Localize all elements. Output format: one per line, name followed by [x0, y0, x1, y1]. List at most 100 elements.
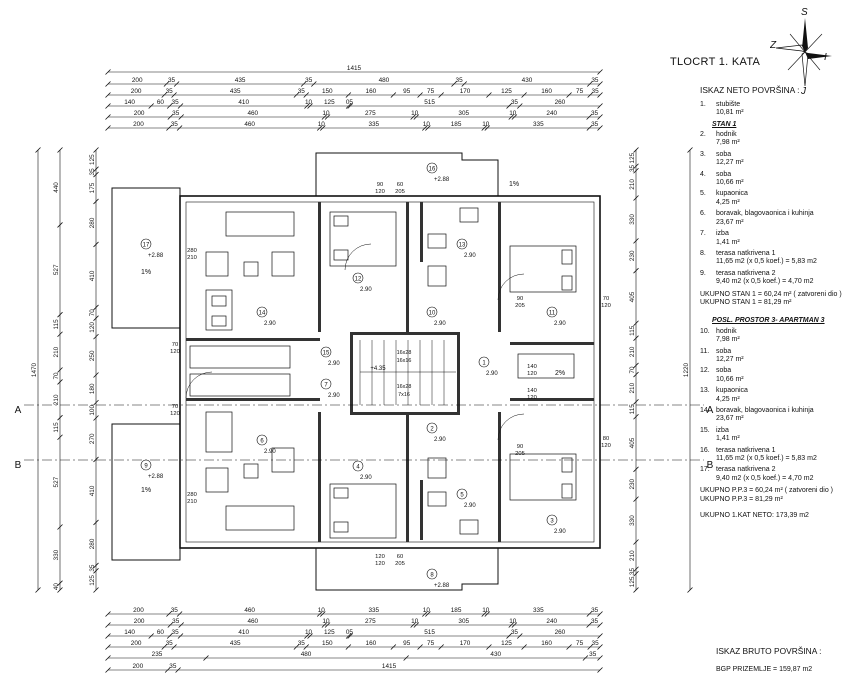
dimension-label: 185 — [451, 121, 462, 128]
room-area: 7,98 m² — [716, 139, 740, 147]
sofa — [225, 505, 295, 531]
room-number: 6 — [260, 438, 264, 444]
dimension-label: 35 — [166, 640, 174, 647]
pillow — [333, 215, 349, 227]
stan1-total: UKUPNO STAN 1 = 81,29 m² — [700, 298, 792, 306]
opening-label: 120 — [170, 411, 180, 417]
stair-label: 16x28 — [397, 350, 412, 356]
area-row-number: 10. — [700, 327, 710, 335]
level-label: 2.90 — [328, 361, 340, 367]
opening-label: 120 — [601, 443, 611, 449]
room-name: kupaonica — [716, 190, 748, 198]
dimension-label: 125 — [501, 88, 512, 95]
dimension-label: 305 — [458, 618, 469, 625]
dimension-label: 35 — [89, 564, 96, 572]
level-label: 2.90 — [360, 287, 372, 293]
dimension-label: 410 — [238, 629, 249, 636]
bruto-title: ISKAZ BRUTO POVRŠINA : — [716, 646, 822, 656]
room-number: 15 — [323, 350, 330, 356]
dimension-label: 260 — [555, 99, 566, 106]
room-number-marker — [546, 306, 558, 318]
chair — [211, 315, 227, 327]
pillow — [561, 457, 573, 473]
room-number-marker — [140, 238, 152, 250]
room-area: 10,66 m² — [716, 179, 744, 187]
opening-label: 90 — [377, 182, 383, 188]
room-name: terasa natkrivena 2 — [716, 466, 776, 474]
opening-label: 280 — [187, 492, 197, 498]
room-name: izba — [716, 426, 729, 434]
dimension-label: 410 — [238, 99, 249, 106]
dimension-label: 35 — [456, 77, 464, 84]
level-label: 2.90 — [464, 503, 476, 509]
room-number: 13 — [459, 242, 466, 248]
room-name: hodnik — [716, 327, 737, 335]
coffee-table — [243, 463, 259, 479]
dimension-label: 200 — [132, 77, 143, 84]
dimension-label: 125 — [89, 575, 96, 586]
dimension-label: 115 — [629, 325, 636, 336]
dimension-label: 260 — [555, 629, 566, 636]
dimension-label: 460 — [244, 607, 255, 614]
dimension-label: 527 — [53, 264, 60, 275]
room-number-marker — [546, 514, 558, 526]
dimension-label: 35 — [629, 568, 636, 576]
pp3-header: POSL. PROSTOR 3- APARTMAN 3 — [712, 317, 825, 325]
area-row-number: 2. — [700, 131, 706, 139]
stair-label: 7x16 — [398, 392, 410, 398]
section-mark-right: A — [707, 405, 714, 416]
dimension-label: 115 — [629, 404, 636, 415]
section-mark-left: B — [15, 460, 22, 471]
dining-table — [205, 289, 233, 331]
dimension-label: 125 — [89, 154, 96, 165]
room-name: soba — [716, 150, 732, 158]
dimension-label: 10 — [509, 618, 517, 625]
room-labels: 17+2.88142.90122.90132.90102.90112.90152… — [140, 162, 611, 589]
dimension-label: 410 — [89, 270, 96, 281]
kitchenette — [517, 353, 575, 379]
level-label: +2.88 — [148, 253, 164, 259]
dimension-label: 200 — [132, 663, 143, 670]
dimension-label: 35 — [591, 618, 599, 625]
opening-label: 60 — [397, 554, 403, 560]
room-name: terasa natkrivena 1 — [716, 446, 776, 454]
dimension-label: 435 — [230, 640, 241, 647]
pillow — [333, 487, 349, 499]
landing-level: +4.35 — [370, 366, 386, 372]
area-row-number: 1. — [700, 100, 706, 108]
dimension-label: 10 — [322, 618, 330, 625]
opening-label: 70 — [603, 296, 609, 302]
dimension-label: 200 — [134, 618, 145, 625]
kitchen-counter — [189, 345, 291, 369]
opening-label: 70 — [172, 404, 178, 410]
room-number-marker — [140, 459, 152, 471]
area-row-number: 4. — [700, 170, 706, 178]
level-label: +2.88 — [434, 583, 450, 589]
dimension-label: 180 — [89, 383, 96, 394]
area-row-number: 3. — [700, 150, 706, 158]
room-number-marker — [478, 356, 490, 368]
dimension-label: 35 — [305, 77, 313, 84]
room-number: 3 — [550, 518, 554, 524]
dimension-label: 10 — [482, 607, 490, 614]
shower — [427, 457, 447, 479]
opening-label: 205 — [515, 303, 525, 309]
dimension-label: 515 — [424, 99, 435, 106]
opening-label: 80 — [603, 436, 609, 442]
opening-label: 120 — [527, 371, 537, 377]
dimension-label: 125 — [324, 629, 335, 636]
level-label: 2.90 — [434, 321, 446, 327]
dimension-label: 10 — [305, 99, 313, 106]
opening-label: 120 — [170, 349, 180, 355]
dimension-label: 35 — [591, 110, 599, 117]
